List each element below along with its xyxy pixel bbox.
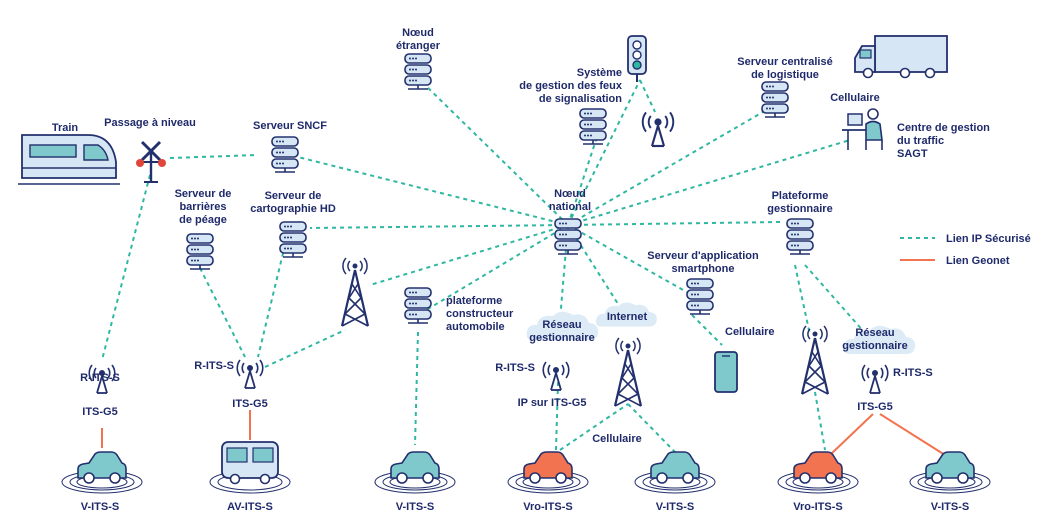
r-its-s-label: R-ITS-S bbox=[495, 362, 535, 374]
traffic-control-center-icon bbox=[842, 108, 883, 150]
toll-server-label-1: Serveur de bbox=[175, 188, 232, 200]
vehicle-label: V-ITS-S bbox=[656, 501, 695, 513]
traffic-light-system-label-1: Système bbox=[577, 67, 622, 79]
r-its-s-label: R-ITS-S bbox=[80, 372, 120, 384]
net-manager-right-label-1: Réseau bbox=[855, 327, 894, 339]
car-icon bbox=[909, 451, 991, 494]
smartphone-icon bbox=[714, 351, 738, 393]
oem-platform-label-2: constructeur bbox=[446, 308, 514, 320]
server-icon bbox=[404, 287, 432, 324]
server-icon bbox=[279, 221, 307, 258]
vehicle-label: V-ITS-S bbox=[81, 501, 120, 513]
its-g5-label: ITS-G5 bbox=[232, 398, 267, 410]
vehicle-label: Vro-ITS-S bbox=[523, 501, 573, 513]
server-icon bbox=[579, 108, 607, 145]
cellular-cars-label: Cellulaire bbox=[592, 433, 642, 445]
toll-server-label-3: de péage bbox=[179, 214, 227, 226]
cell-tower-icon bbox=[800, 324, 830, 396]
vehicle-label: V-ITS-S bbox=[396, 501, 435, 513]
foreign-node-label-2: étranger bbox=[396, 40, 441, 52]
foreign-node-label-1: Nœud bbox=[402, 27, 434, 39]
car-icon bbox=[507, 451, 589, 494]
server-icon bbox=[686, 278, 714, 315]
smartphone-app-server-label-2: smartphone bbox=[672, 263, 735, 275]
net-manager-label-1: Réseau bbox=[542, 319, 581, 331]
sagt-label-3: SAGT bbox=[897, 148, 928, 160]
smartphone-app-server-label-1: Serveur d'application bbox=[647, 250, 759, 262]
car-icon bbox=[61, 451, 143, 494]
cell-tower-icon bbox=[340, 256, 370, 328]
net-manager-right-label-2: gestionnaire bbox=[842, 340, 907, 352]
its-g5-label: ITS-G5 bbox=[857, 401, 892, 413]
hd-map-server-label-2: cartographie HD bbox=[250, 203, 336, 215]
vehicle-label: V-ITS-S bbox=[931, 501, 970, 513]
car-icon bbox=[374, 451, 456, 494]
sagt-label-1: Centre de gestion bbox=[897, 122, 990, 134]
server-icon bbox=[186, 233, 214, 270]
national-node-label-1: Nœud bbox=[554, 188, 586, 200]
oem-platform-label-1: plateforme bbox=[446, 295, 502, 307]
secure-ip-links bbox=[101, 79, 881, 453]
toll-server-label-2: barrières bbox=[179, 201, 226, 213]
net-manager-label-2: gestionnaire bbox=[529, 332, 594, 344]
manager-platform-label-2: gestionnaire bbox=[767, 203, 832, 215]
national-node-label-2: national bbox=[549, 201, 591, 213]
truck-icon bbox=[854, 35, 948, 79]
traffic-light-system-label-2: de gestion des feux bbox=[519, 80, 623, 92]
server-icon bbox=[554, 218, 582, 255]
manager-platform-label-1: Plateforme bbox=[772, 190, 829, 202]
legend: Lien IP Sécurisé Lien Geonet bbox=[900, 233, 1031, 267]
r-its-s-label: R-ITS-S bbox=[194, 360, 234, 372]
server-icon bbox=[404, 53, 432, 90]
traffic-light-icon bbox=[627, 35, 647, 82]
cellular-truck-label: Cellulaire bbox=[830, 92, 880, 104]
cellular-phone-label: Cellulaire bbox=[725, 326, 775, 338]
car-icon bbox=[634, 451, 716, 494]
vehicle-label: AV-ITS-S bbox=[227, 501, 273, 513]
traffic-light-system-label-3: de signalisation bbox=[539, 93, 622, 105]
car-icon bbox=[777, 451, 859, 494]
level-crossing-icon bbox=[136, 140, 166, 183]
antenna-icon bbox=[861, 364, 889, 394]
train-icon bbox=[18, 134, 120, 185]
geonet-links bbox=[101, 410, 946, 456]
autonomous-bus-icon bbox=[209, 441, 291, 494]
server-icon bbox=[271, 136, 299, 173]
vehicle-label: Vro-ITS-S bbox=[793, 501, 843, 513]
server-icon bbox=[761, 81, 789, 118]
internet-label: Internet bbox=[607, 311, 648, 323]
antenna-icon bbox=[641, 111, 675, 148]
legend-geonet: Lien Geonet bbox=[946, 255, 1010, 267]
train-label: Train bbox=[52, 122, 79, 134]
logistics-server-label-1: Serveur centralisé bbox=[737, 56, 832, 68]
antenna-icon bbox=[542, 361, 570, 391]
r-its-s-label: R-ITS-S bbox=[893, 367, 933, 379]
sagt-label-2: du traffic bbox=[897, 135, 944, 147]
logistics-server-label-2: de logistique bbox=[751, 69, 819, 81]
oem-platform-label-3: automobile bbox=[446, 321, 505, 333]
cell-tower-icon bbox=[613, 336, 643, 408]
server-icon bbox=[786, 218, 814, 255]
ip-its-g5-label: IP sur ITS-G5 bbox=[518, 397, 587, 409]
legend-secure-ip: Lien IP Sécurisé bbox=[946, 233, 1031, 245]
its-g5-label: ITS-G5 bbox=[82, 406, 117, 418]
hd-map-server-label-1: Serveur de bbox=[265, 190, 322, 202]
level-crossing-label: Passage à niveau bbox=[104, 117, 196, 129]
antenna-icon bbox=[236, 359, 264, 389]
sncf-server-label: Serveur SNCF bbox=[253, 120, 327, 132]
